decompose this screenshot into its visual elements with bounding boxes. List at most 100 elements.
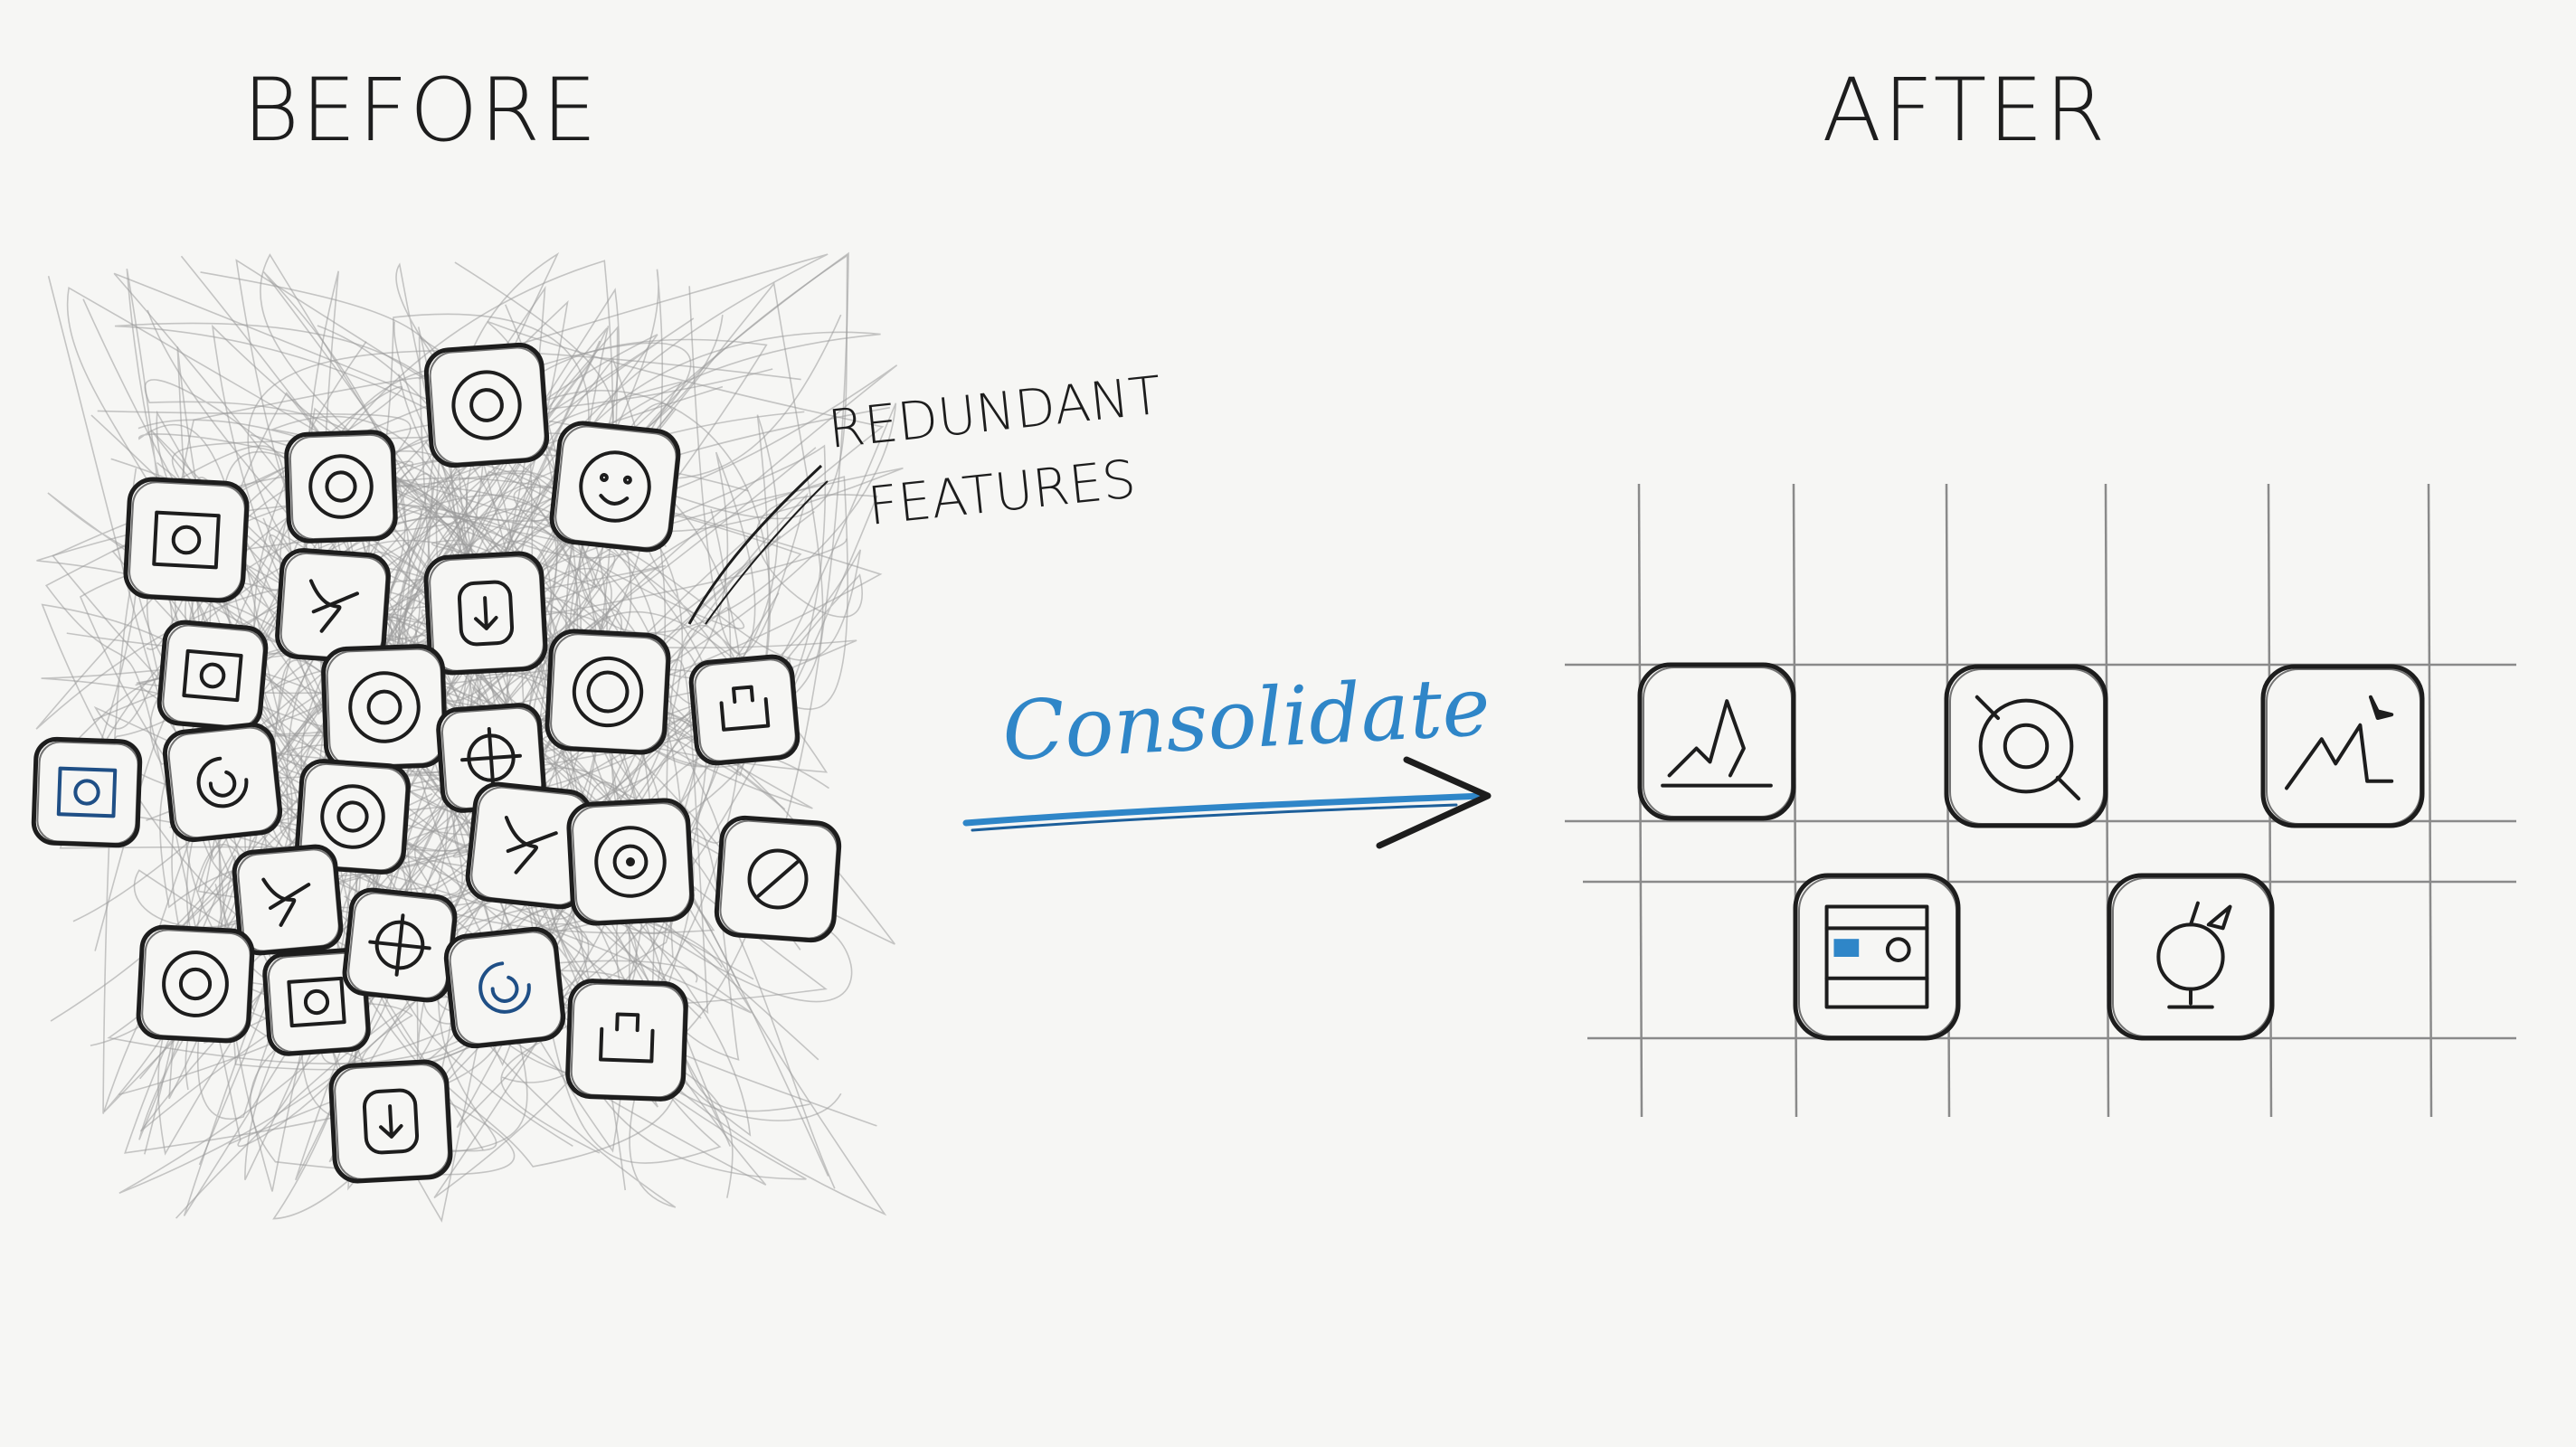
ring-icon-glyph [320,784,385,849]
after-icon-grid [1637,662,2425,1041]
icon-tile-frame [295,759,411,875]
target-icon-glyph [451,370,522,440]
trend-icon-glyph [2285,695,2394,790]
square-frame-icon-glyph [152,510,221,570]
arrow-head [1376,756,1492,849]
icon-tile-frame [545,629,671,755]
icon-tile-frame [1793,873,1961,1041]
icon-tile-sketch-line [572,802,691,922]
robot-icon-glyph [2156,901,2232,1009]
icon-tile-sketch-line [554,425,677,549]
network-icon[interactable] [465,781,593,910]
ring-icon-glyph [348,671,421,743]
bug-icon-glyph [308,579,359,633]
scribble-icon-glyph [261,877,311,927]
arrow-shaft-shadow [971,803,1458,832]
icon-tile-frame [2260,664,2425,828]
icon-tile-sketch-line [429,555,545,672]
icon-tile-sketch-line [36,741,139,845]
icon-tile-sketch-line [267,951,368,1053]
icon-tile-sketch-line [167,726,279,839]
sync-icon[interactable] [443,926,566,1049]
icon-tile-frame [31,736,143,848]
camera-icon[interactable] [262,948,371,1056]
icon-tile-sketch-line [719,819,838,940]
spiral-icon-glyph [196,756,249,809]
icon-tile-sketch-line [128,481,246,600]
redundant-label-line1: REDUNDANT [825,364,1164,460]
ring-icon-glyph [308,454,374,519]
dot-ring-icon[interactable] [566,798,695,926]
mountain-icon[interactable] [1637,662,1796,821]
dot-ring-icon-glyph [594,826,667,898]
redundant-features-callout: REDUNDANT FEATURES [687,364,1164,625]
icon-tile-sketch-line [299,762,408,872]
ring-icon[interactable] [284,430,398,544]
pin-icon[interactable] [423,551,548,676]
icon-tile-frame [284,430,398,544]
trend-icon[interactable] [2260,664,2425,828]
icon-tile-sketch-line [289,433,395,541]
grid-column-line [2427,483,2433,1118]
scribble-stroke [94,321,883,951]
icon-tile-sketch-line [1798,877,1957,1037]
scribble-icon[interactable] [232,844,344,956]
gear-icon[interactable] [342,887,458,1003]
icon-tile-sketch-line [550,633,668,752]
chart-icon-glyph [599,1012,655,1064]
before-title: BEFORE [242,60,599,161]
icon-tile-frame [2107,873,2275,1041]
share-icon-glyph [460,727,522,789]
consolidate-arrow: Consolidate [962,659,1492,849]
square-frame-icon[interactable] [123,477,250,603]
icon-tile-frame [156,619,269,732]
before-icon-cluster [31,342,842,1184]
search-icon[interactable] [1944,664,2108,828]
consolidate-label: Consolidate [1000,659,1492,780]
download-icon[interactable] [328,1059,453,1184]
box-icon-glyph [182,648,243,703]
camera-icon[interactable] [31,736,143,848]
icon-tile-frame [321,644,448,771]
ring-icon[interactable] [321,644,448,771]
icon-tile-sketch-line [1643,667,1793,818]
alert-ring-icon[interactable] [545,629,671,755]
cart-icon[interactable] [688,654,800,766]
icon-tile-sketch-line [449,931,563,1045]
redundant-label-line2: FEATURES [865,448,1138,537]
icon-tile-sketch-line [141,929,251,1040]
power-icon[interactable] [714,815,842,943]
arrow-shaft [962,792,1487,827]
box-icon[interactable] [156,619,269,732]
icon-tile-sketch-line [2266,668,2421,825]
cart-icon-glyph [719,685,771,732]
callout-leader-line-1 [687,464,823,625]
icon-tile-sketch-line [694,658,797,762]
scribble-stroke [139,593,887,1216]
icon-tile-frame [262,948,371,1056]
icon-tile-frame [136,924,255,1044]
icon-tile-sketch-line [237,848,340,952]
icon-tile-frame [443,926,566,1049]
face-icon[interactable] [549,421,681,553]
icon-tile-sketch-line [162,624,265,728]
spiral-icon[interactable] [162,722,283,843]
download-icon-glyph [362,1088,420,1155]
chart-icon[interactable] [565,979,688,1102]
ring-icon[interactable] [295,759,411,875]
dashboard-icon[interactable] [1793,873,1961,1041]
target-icon[interactable] [423,342,550,468]
icon-tile-frame [1944,664,2108,828]
scribble-stroke [452,508,760,958]
robot-icon[interactable] [2107,873,2275,1041]
grid-column-line [1792,483,1798,1118]
mountain-icon-glyph [1661,699,1773,788]
callout-leader-line-2 [705,480,829,625]
target-icon[interactable] [136,924,255,1044]
icon-tile-sketch-line [570,982,686,1099]
alert-ring-icon-glyph [572,656,644,728]
pin-icon-glyph [457,580,515,647]
icon-tile-frame [688,654,800,766]
